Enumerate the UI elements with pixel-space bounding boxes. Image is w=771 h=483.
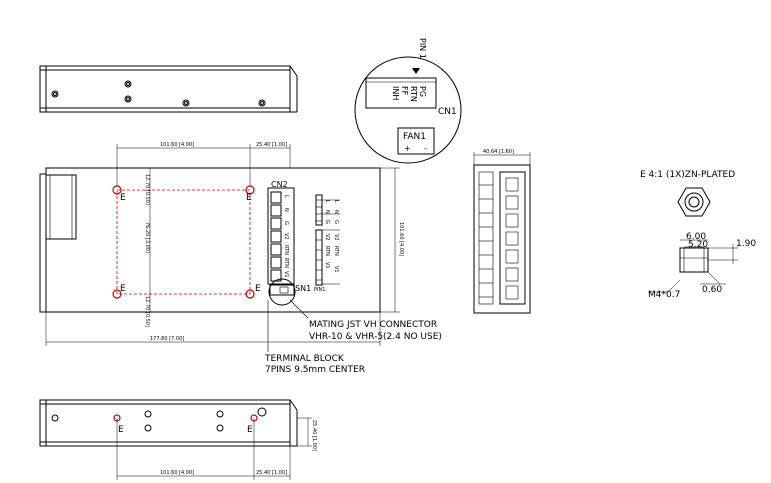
top-hole-5	[258, 99, 266, 107]
svg-text:N: N	[324, 210, 330, 214]
screw-spec: E 4:1 (1X)ZN-PLATED	[640, 170, 735, 180]
svg-text:RTN: RTN	[283, 258, 289, 268]
detail-circle	[354, 56, 462, 164]
side-terminal-block	[499, 171, 526, 305]
svg-text:N: N	[283, 208, 289, 212]
dim-m4: M4*0.7	[648, 290, 680, 300]
cn1-pin-ff: FF	[400, 86, 409, 96]
svg-text:L: L	[333, 200, 339, 203]
terminal-note-line1: TERMINAL BLOCK	[264, 354, 345, 364]
svg-text:E: E	[246, 193, 252, 203]
dim-v-7620: 76.20 [3.00]	[144, 222, 150, 253]
cn1-pin-rtn: RTN	[409, 86, 418, 102]
fan-plus: +	[404, 144, 411, 153]
dim-v-1270a: 12.70 [0.50]	[144, 174, 150, 205]
top-hole-3	[124, 95, 132, 103]
right-side-view: 40.64 [1.60]	[473, 149, 531, 314]
bottom-side-view: E E 101.60 [4.00] 25.40 [1.00] 25.40 [1.…	[39, 399, 317, 480]
svg-text:E: E	[118, 425, 124, 435]
sn1-detail-circle	[268, 278, 296, 306]
svg-text:G: G	[324, 220, 330, 224]
svg-text:G: G	[283, 221, 289, 225]
side-fins	[478, 171, 494, 305]
svg-text:L: L	[324, 200, 330, 203]
mating-note-line1: MATING JST VH CONNECTOR	[309, 320, 437, 330]
svg-text:E: E	[120, 193, 126, 203]
jst-connector-upper	[315, 194, 323, 226]
terminal-screws	[270, 191, 282, 282]
main-front-view: E E E E CN2 L N G V2 RTN RTN V1 SN1	[39, 142, 442, 375]
dim-520: 5.20	[688, 240, 708, 250]
screw-detail: E 4:1 (1X)ZN-PLATED 6.00 5.20 1.90 M4*0.…	[640, 170, 756, 300]
svg-text:V1: V1	[333, 266, 339, 273]
top-hole-2	[124, 80, 132, 88]
cn1-connector	[365, 77, 437, 109]
pin1-bottom-label: PIN1	[314, 287, 325, 293]
pin1-arrow-icon	[412, 68, 420, 74]
dim-v-1270b: 12.70 [0.50]	[144, 296, 150, 327]
cn2-label: CN2	[271, 180, 288, 189]
mount-hole-bl	[112, 289, 122, 299]
top-view-outline	[39, 65, 291, 113]
svg-text:V2: V2	[333, 234, 339, 241]
mounting-hole-pattern	[116, 189, 251, 295]
dim-width-177: 177.80 [7.00]	[150, 336, 184, 342]
svg-text:RTN: RTN	[283, 245, 289, 255]
dim-bottom-101: 101.60 [4.00]	[160, 470, 194, 476]
dim-bottom-v25: 25.40 [1.00]	[311, 420, 317, 451]
top-hole-1	[51, 90, 59, 98]
sn1-connector	[269, 284, 295, 296]
dim-side-4064: 40.64 [1.60]	[483, 149, 514, 155]
mating-note-line2: VHR-10 & VHR-5(2.4 NO USE)	[309, 332, 442, 342]
dim-060: 0.60	[702, 285, 722, 295]
svg-text:E: E	[247, 425, 253, 435]
fan-minus: -	[424, 144, 427, 153]
hex-nut-icon	[677, 187, 711, 217]
dim-top-101: 101.60 [4.00]	[160, 142, 194, 148]
fan1-connector	[397, 127, 435, 155]
mount-hole-br	[245, 289, 255, 299]
svg-text:V2: V2	[324, 234, 330, 241]
terminal-block	[267, 187, 295, 285]
side-outline	[473, 164, 531, 314]
pin1-top-label: PIN 1	[418, 38, 427, 59]
cn1-label: CN1	[438, 107, 457, 117]
jst-connector-lower	[315, 229, 323, 286]
svg-text:V1: V1	[283, 271, 289, 278]
dim-bottom-25: 25.40 [1.00]	[256, 470, 287, 476]
svg-text:E: E	[255, 284, 261, 294]
cn1-pin-pg: PG	[418, 86, 427, 97]
cn1-pin-inh: INH	[391, 86, 400, 100]
dim-190: 1.90	[736, 239, 756, 249]
svg-text:N: N	[333, 210, 339, 214]
top-side-view	[39, 65, 298, 113]
svg-text:V2: V2	[283, 233, 289, 240]
cn1-detail: PIN 1 PG RTN FF INH CN1 FAN1 + -	[354, 38, 462, 164]
terminal-note-line2: 7PINS 9.5mm CENTER	[265, 365, 365, 375]
bottom-view-outline	[39, 399, 291, 447]
dim-top-25: 25.40 [1.00]	[256, 142, 287, 148]
sn1-label: SN1	[295, 284, 311, 293]
dim-600: 6.00	[686, 232, 706, 242]
svg-text:V1: V1	[324, 262, 330, 269]
svg-text:L: L	[283, 195, 289, 198]
svg-text:RTN: RTN	[324, 246, 330, 256]
svg-text:G: G	[333, 220, 339, 224]
svg-text:RTN: RTN	[333, 246, 339, 256]
dim-right-101: 101.60 [4.00]	[398, 222, 404, 256]
svg-text:E: E	[120, 284, 126, 294]
fan1-label: FAN1	[403, 132, 426, 142]
top-hole-4	[182, 99, 190, 107]
fan-housing	[45, 174, 77, 240]
